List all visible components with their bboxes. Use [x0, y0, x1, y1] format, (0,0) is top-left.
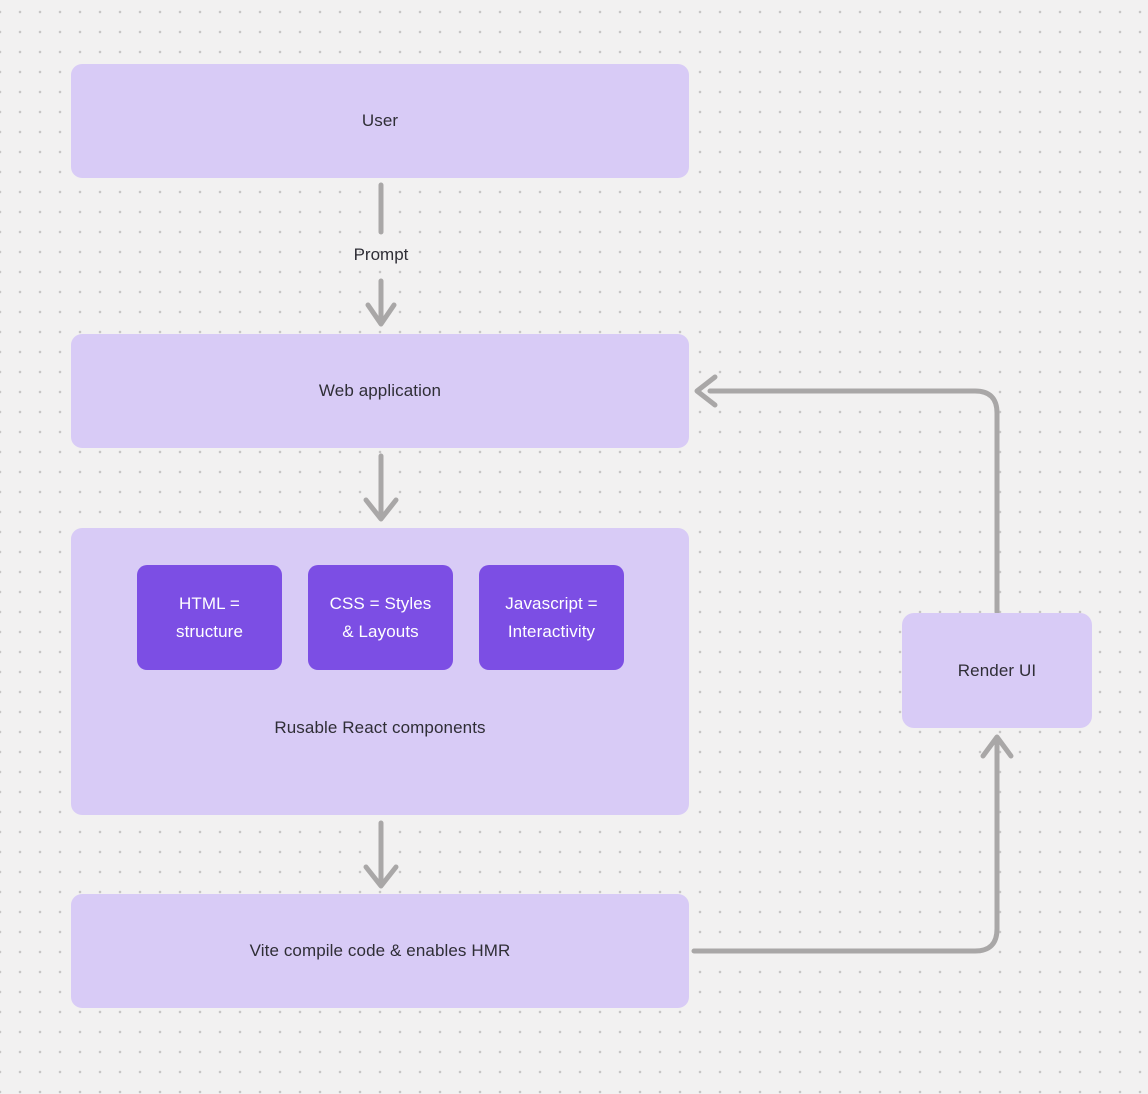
user-node-label: User	[361, 111, 399, 130]
render-ui-node-label: Render UI	[957, 660, 1037, 680]
edge-webapp-to-components	[363, 453, 399, 522]
group-caption: Rusable React components	[274, 718, 486, 737]
react-components-group-node: HTML = structure CSS = Styles & Layouts …	[71, 528, 689, 815]
web-application-node: Web application	[71, 334, 689, 448]
vite-node: Vite compile code & enables HMR	[71, 894, 689, 1008]
web-application-node-label: Web application	[318, 381, 442, 400]
edge-components-to-vite	[363, 820, 399, 889]
css-chip: CSS = Styles & Layouts	[308, 565, 453, 670]
user-node: User	[71, 64, 689, 178]
html-chip: HTML = structure	[137, 565, 282, 670]
edge-vite-to-renderui	[691, 734, 1014, 954]
chip-row: HTML = structure CSS = Styles & Layouts …	[137, 565, 624, 670]
vite-node-label: Vite compile code & enables HMR	[249, 941, 511, 960]
edge-renderui-to-webapp	[694, 374, 1000, 615]
javascript-chip: Javascript = Interactivity	[479, 565, 624, 670]
render-ui-node: Render UI	[902, 613, 1092, 728]
edge-label-prompt: Prompt	[353, 245, 409, 264]
